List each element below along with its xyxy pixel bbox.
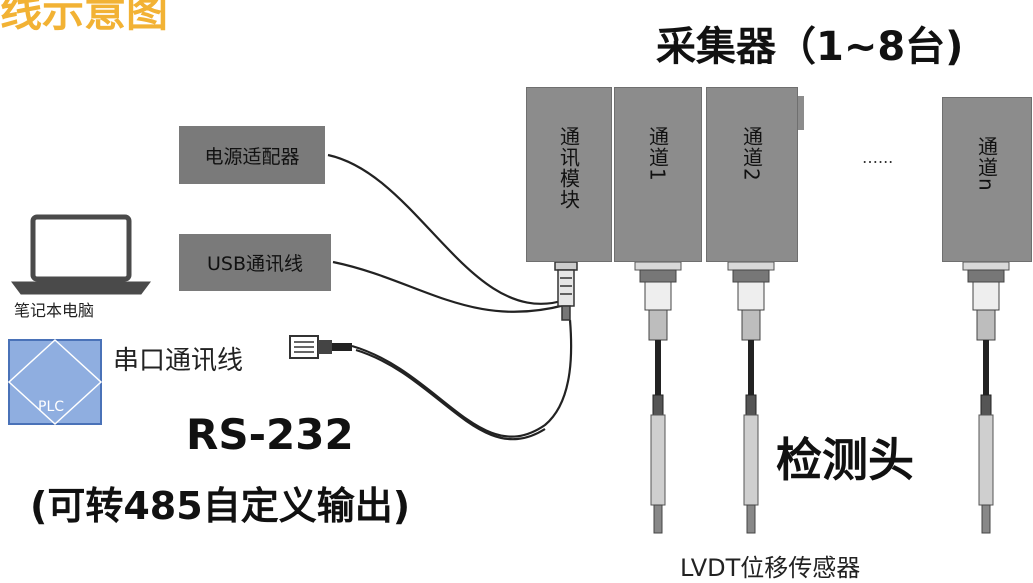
comm-module: 通讯模块: [526, 87, 612, 262]
channel-n-module: 通道n: [942, 97, 1032, 262]
collector-title: 采集器（1~8台): [656, 24, 964, 70]
channel-ellipsis: …...: [862, 148, 894, 167]
serial-connector-icon: [289, 335, 352, 359]
probe-ch2: [727, 261, 775, 534]
plc-icon: [7, 338, 103, 426]
usb-cable: [332, 260, 566, 313]
diagram-title-partial: 线示意图: [0, 0, 169, 36]
probe-ch1: [634, 261, 682, 534]
power-adapter-label: 电源适配器: [204, 145, 300, 168]
serial-cable: [351, 319, 573, 438]
probe-title: 检测头: [776, 433, 914, 487]
usb-cable-label: USB通讯线: [206, 253, 303, 275]
laptop-label: 笔记本电脑: [14, 301, 95, 320]
laptop-icon: [11, 214, 151, 295]
channel-2-label: 通道2: [739, 126, 764, 182]
channel-1-module: 通道1: [614, 87, 702, 262]
rs232-subtitle: (可转485自定义输出): [30, 484, 411, 528]
comm-module-label: 通讯模块: [556, 126, 581, 210]
plc-label: PLC: [38, 399, 65, 415]
rs232-title: RS-232: [186, 410, 354, 459]
comm-connector-icon: [554, 261, 578, 321]
power-cable: [327, 153, 566, 305]
channel-n-label: 通道n: [974, 136, 999, 192]
channel-2-module: 通道2: [706, 87, 798, 262]
channel-1-label: 通道1: [645, 126, 670, 182]
module-clip-icon: [798, 96, 804, 130]
lvdt-sensor-label: LVDT位移传感器: [680, 554, 861, 582]
power-adapter-box: 电源适配器: [179, 126, 325, 184]
usb-cable-box: USB通讯线: [179, 234, 331, 291]
serial-cable-label: 串口通讯线: [113, 346, 244, 376]
probe-chn: [962, 261, 1010, 534]
